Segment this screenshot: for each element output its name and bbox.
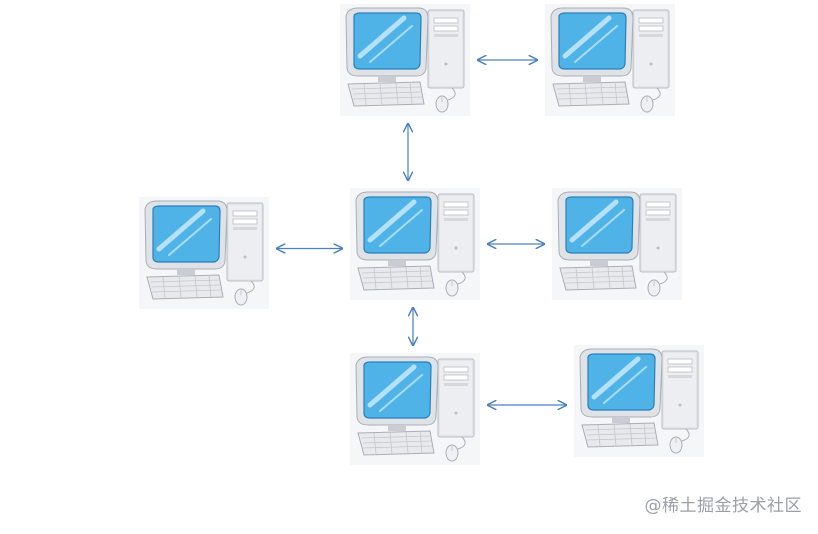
desktop-computer-icon <box>139 197 269 309</box>
desktop-computer-icon <box>552 188 682 300</box>
computer-node-middle-left <box>139 197 269 309</box>
computer-node-center <box>350 188 480 300</box>
desktop-computer-icon <box>350 353 480 465</box>
computer-node-top-left <box>340 4 470 116</box>
computer-node-top-right <box>545 4 675 116</box>
desktop-computer-icon <box>350 188 480 300</box>
computer-node-middle-right <box>552 188 682 300</box>
desktop-computer-icon <box>545 4 675 116</box>
computer-node-bottom-right <box>574 345 704 457</box>
desktop-computer-icon <box>574 345 704 457</box>
links-layer <box>277 60 566 405</box>
desktop-computer-icon <box>340 4 470 116</box>
computer-node-bottom-left <box>350 353 480 465</box>
watermark: @稀土掘金技术社区 <box>644 496 802 516</box>
